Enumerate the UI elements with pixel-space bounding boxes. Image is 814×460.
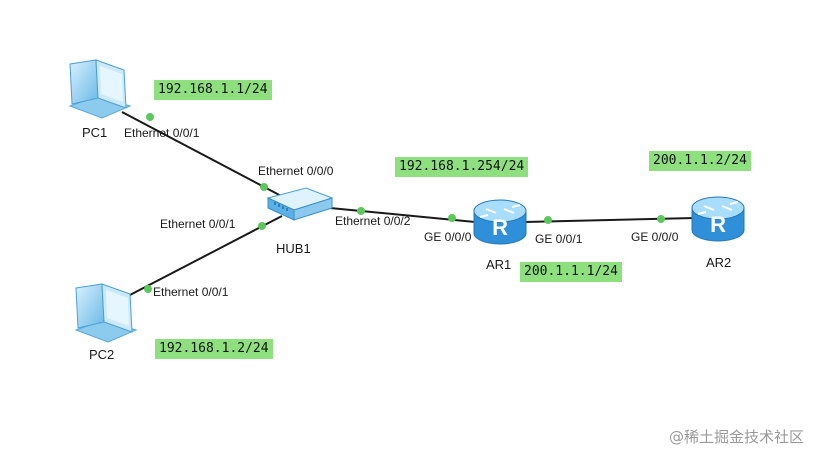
svg-text:R: R <box>492 215 508 240</box>
hub-ar1-port-label: Ethernet 0/0/2 <box>335 214 411 228</box>
pc2-ip-label: 192.168.1.2/24 <box>155 339 273 359</box>
port-dot-ar2 <box>657 215 665 223</box>
hub1-name: HUB1 <box>276 241 311 256</box>
port-dot-pc1 <box>146 113 154 121</box>
pc1-icon[interactable] <box>68 59 132 119</box>
link-pc1-hub1 <box>121 111 286 199</box>
pc1-ip-label: 192.168.1.1/24 <box>154 80 272 100</box>
pc2-icon[interactable] <box>74 283 138 343</box>
ar1-name: AR1 <box>486 257 512 272</box>
port-dot-hub-pc2 <box>258 222 266 230</box>
ar1-icon[interactable]: R <box>473 199 527 245</box>
port-dot-hub-pc1 <box>260 183 268 191</box>
pc1-name: PC1 <box>82 125 108 140</box>
ar1-ar2-port-label: GE 0/0/1 <box>535 232 583 246</box>
ar2-port-label: GE 0/0/0 <box>631 230 679 244</box>
ar1-hub-port-label: GE 0/0/0 <box>424 230 472 244</box>
pc2-name: PC2 <box>89 347 115 362</box>
ar2-icon[interactable]: R <box>691 196 745 242</box>
pc1-port-label: Ethernet 0/0/1 <box>124 126 200 140</box>
ar2-ip-label: 200.1.1.2/24 <box>649 151 751 171</box>
port-dot-hub-ar1 <box>357 207 365 215</box>
ar1-wan-ip-label: 200.1.1.1/24 <box>520 262 622 282</box>
port-dot-pc2 <box>144 285 152 293</box>
port-dot-ar1-hub <box>448 214 456 222</box>
hub-pc2-port-label: Ethernet 0/0/1 <box>160 217 236 231</box>
port-dot-ar1-ar2 <box>544 216 552 224</box>
watermark: @稀土掘金技术社区 <box>668 428 804 446</box>
pc2-port-label: Ethernet 0/0/1 <box>153 285 229 299</box>
ar2-name: AR2 <box>706 255 732 270</box>
link-ar1-ar2 <box>524 217 696 223</box>
ar1-lan-ip-label: 192.168.1.254/24 <box>395 157 529 177</box>
hub1-icon[interactable] <box>266 187 334 221</box>
svg-text:R: R <box>710 212 726 237</box>
hub-pc1-port-label: Ethernet 0/0/0 <box>258 164 334 178</box>
link-pc2-hub1 <box>127 215 283 297</box>
